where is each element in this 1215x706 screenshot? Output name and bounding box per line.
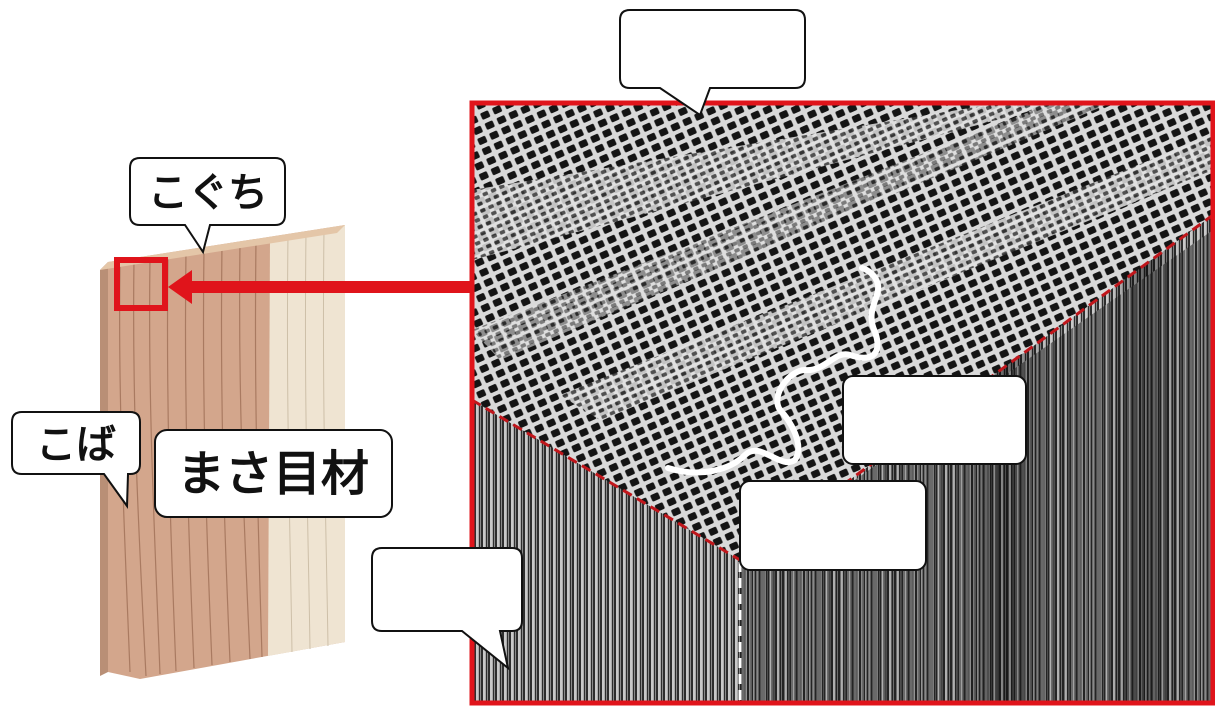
micrograph-panel — [472, 103, 1213, 703]
board-type-label: まさ目材 — [154, 429, 393, 518]
end-face-highlight-box — [114, 257, 168, 311]
callout-end-face-text: こぐち — [148, 170, 268, 216]
callout-bottom-left — [371, 547, 523, 671]
micrograph-frame — [469, 100, 1215, 706]
annual-ring-brace — [665, 265, 882, 476]
callout-edge-face-text: こば — [36, 422, 116, 468]
callout-top — [619, 9, 806, 117]
micrograph-callout-right-upper — [842, 375, 1027, 465]
callout-edge-face: こば — [11, 411, 141, 509]
callout-end-face: こぐち — [129, 157, 286, 255]
pointer-arrow — [168, 270, 474, 304]
micrograph-callout-right-lower — [739, 480, 927, 571]
board-type-text: まさ目材 — [177, 446, 369, 502]
